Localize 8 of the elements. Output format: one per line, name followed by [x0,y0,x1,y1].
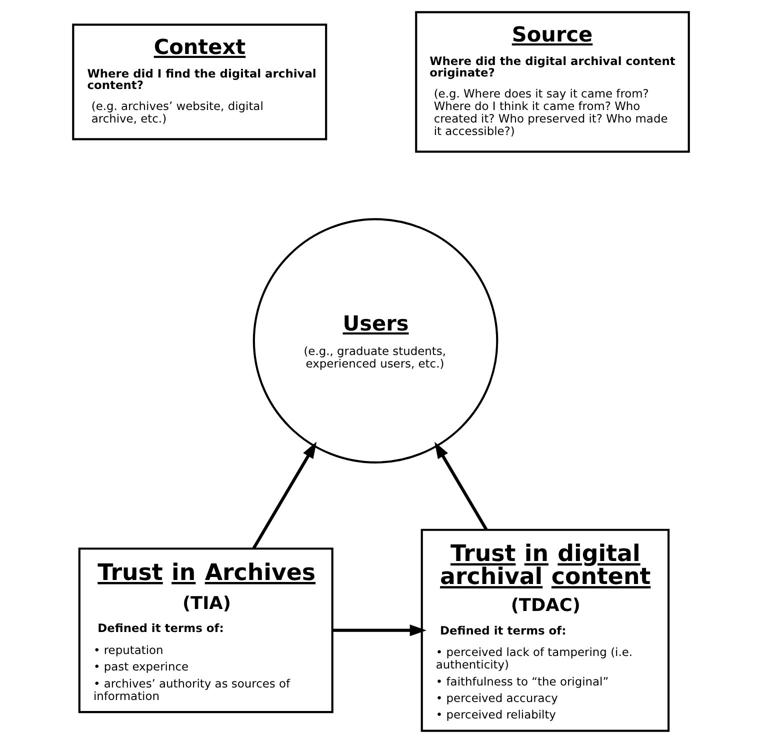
arrow [252,442,317,550]
node-box: Trust in Archives (TIA) Defined it terms of: • reputation • past experince • archives’ authority as sources of information [78,548,334,714]
node-circle: Users (e.g., graduate students, experienced users, etc.) [252,218,498,464]
node-box: Source Where did the digital archival content originate? (e.g. Where does it say it came from? Where do I think it came from? Who created it? Who preserved it? Who made it accessible?) [415,11,690,153]
arrow [434,442,488,530]
node-box: Context Where did I find the digital archival content? (e.g. archives’ website, digital archive, etc.) [72,24,328,140]
arrow [332,624,427,636]
node-box: Trust in digital archival content (TDAC) Defined it terms of: • perceived lack of tampering (i.e. authenticity) • faithfulness to “the original” • perceived accuracy • perceived reliabilty [420,528,670,732]
